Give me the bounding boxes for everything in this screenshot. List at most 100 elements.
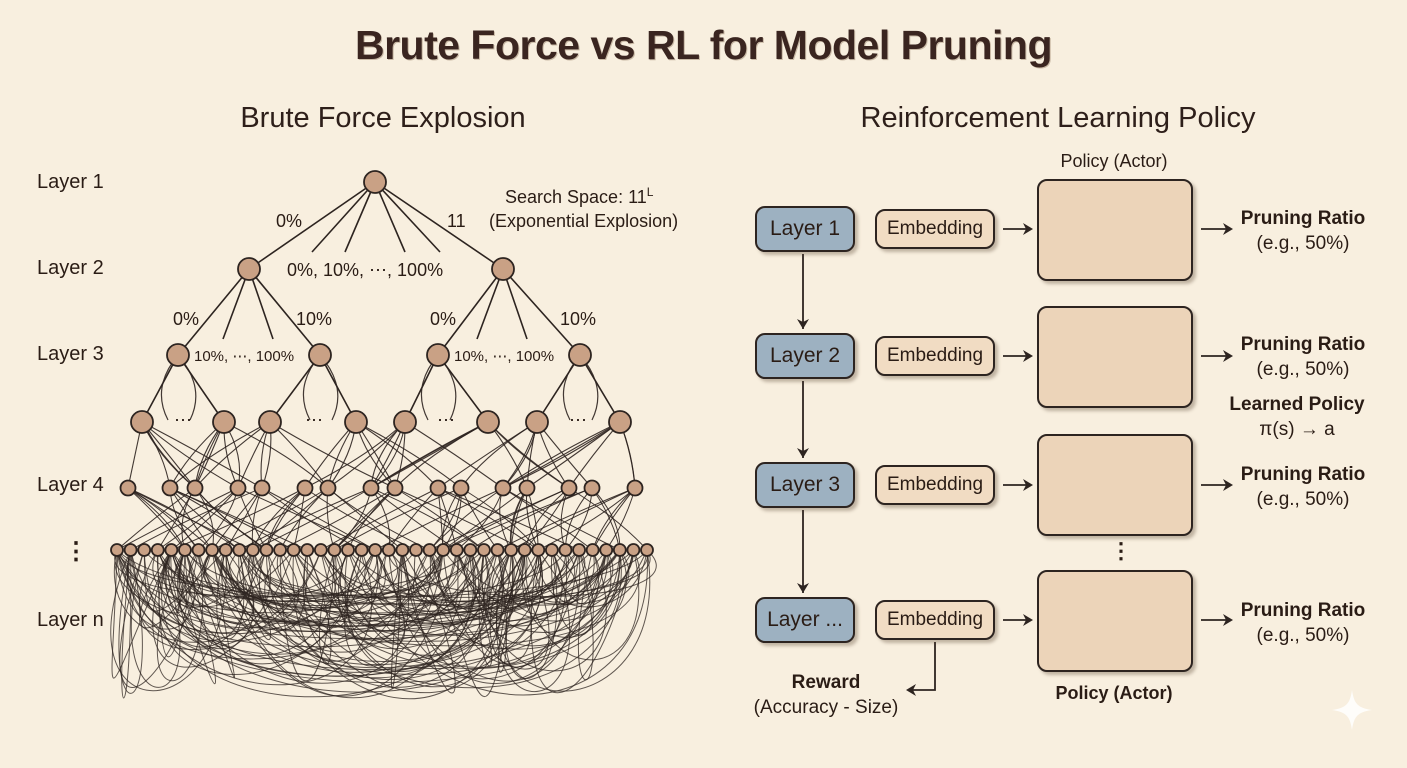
explosion-edge	[456, 549, 493, 667]
branch-label: 0%	[173, 309, 200, 329]
tree-node	[477, 543, 491, 557]
tree-node	[568, 343, 592, 367]
tree-edge	[374, 181, 441, 253]
explosion-edge	[388, 549, 580, 680]
tree-node	[560, 479, 578, 497]
explosion-edge	[401, 549, 607, 684]
tree-node	[273, 543, 287, 557]
explosion-edge	[355, 421, 462, 489]
explosion-edge	[167, 549, 435, 603]
tree-node	[161, 479, 179, 497]
branch-label: 0%, 10%, ⋯, 100%	[287, 260, 444, 280]
arrow-head-icon	[1223, 479, 1233, 491]
tree-node	[393, 410, 417, 434]
explosion-edge	[239, 487, 372, 551]
explosion-edge	[279, 549, 622, 689]
policy-network-box	[1037, 306, 1193, 408]
explosion-edge	[326, 487, 335, 551]
explosion-edge	[252, 487, 329, 551]
tree-node	[381, 543, 396, 557]
bf-layer-label: Layer 4	[37, 474, 104, 496]
tree-node	[110, 543, 124, 557]
tree-node	[491, 257, 515, 281]
branch-label: 10%	[296, 309, 333, 329]
pruning-ratio-output: Pruning Ratio (e.g., 50%)	[1241, 206, 1366, 256]
tree-node	[319, 479, 337, 497]
explosion-edge	[293, 549, 432, 632]
explosion-edge	[211, 549, 267, 625]
explosion-edge	[119, 549, 213, 688]
tree-edge	[476, 268, 504, 340]
reward-detail: (Accuracy - Size)	[753, 697, 899, 718]
explosion-edge	[438, 549, 480, 608]
explosion-edge	[429, 549, 526, 610]
page-title: Brute Force vs RL for Model Pruning	[354, 22, 1053, 68]
explosion-edge	[538, 487, 636, 551]
tree-node	[449, 543, 464, 557]
explosion-edge	[178, 549, 255, 650]
arrow-head-icon	[1223, 223, 1233, 235]
explosion-edge	[537, 549, 607, 604]
vertical-ellipsis-icon: ⋮	[1110, 538, 1132, 563]
tree-node	[296, 479, 314, 497]
tree-edge	[319, 354, 357, 423]
tree-node	[544, 543, 559, 557]
search-space-note: (Exponential Explosion)	[489, 211, 679, 231]
tree-node	[583, 479, 601, 497]
explosion-edge	[202, 549, 417, 602]
explosion-edge	[304, 549, 485, 640]
explosion-edge	[116, 549, 373, 686]
explosion-edge	[184, 549, 235, 679]
tree-node	[463, 543, 478, 557]
tree-edge	[502, 268, 528, 340]
arrow-head-icon	[1023, 614, 1033, 626]
rl-heading: Reinforcement Learning Policy	[860, 102, 1256, 134]
explosion-edge	[605, 487, 636, 551]
explosion-edge	[139, 549, 213, 629]
tree-node	[494, 479, 512, 497]
arrow-head-icon	[1023, 350, 1033, 362]
pruning-ratio-head: Pruning Ratio	[1240, 600, 1366, 621]
tree-node	[452, 479, 470, 497]
explosion-edge	[211, 549, 458, 697]
pruning-ratio-head: Pruning Ratio	[1240, 464, 1366, 485]
tree-edge	[177, 268, 250, 356]
explosion-edge	[370, 487, 458, 551]
rl-layer-box: Layer 2	[755, 333, 855, 379]
tree-node	[218, 543, 233, 557]
bf-layer-label: Layer 2	[37, 257, 104, 279]
pruning-ratio-output: Pruning Ratio (e.g., 50%)	[1241, 462, 1366, 512]
tree-edge	[579, 354, 621, 423]
tree-edge	[248, 268, 321, 356]
explosion-edge	[116, 549, 539, 677]
branch-label: 10%, ⋯, 100%	[454, 348, 555, 365]
tree-node	[212, 410, 236, 434]
tree-node	[504, 543, 519, 557]
learned-policy-head: Learned Policy	[1229, 394, 1365, 415]
arrow-head-icon	[1223, 614, 1233, 626]
tree-edge	[502, 268, 581, 356]
brute-force-heading: Brute Force Explosion	[240, 102, 526, 134]
explosion-edge	[211, 487, 329, 551]
explosion-edge	[320, 487, 439, 551]
explosion-edge	[568, 421, 621, 489]
explosion-edge	[143, 549, 227, 612]
rl-layer-box: Layer 3	[755, 462, 855, 508]
tree-node	[531, 543, 546, 557]
explosion-edge	[370, 487, 485, 551]
embedding-box: Embedding	[875, 600, 995, 640]
tree-node	[344, 410, 368, 434]
branch-label: 0%	[276, 211, 303, 231]
pruning-ratio-output: Pruning Ratio (e.g., 50%)	[1241, 332, 1366, 382]
explosion-edge	[388, 549, 657, 598]
explosion-edge	[388, 549, 459, 611]
explosion-edge	[526, 421, 621, 489]
tree-edge	[311, 181, 376, 253]
explosion-edge	[460, 421, 538, 489]
tree-node	[626, 543, 641, 557]
explosion-edge	[204, 549, 569, 614]
explosion-edge	[551, 549, 580, 605]
explosion-edge	[252, 487, 372, 551]
learned-policy-label: Learned Policy π(s) → a	[1229, 392, 1364, 442]
